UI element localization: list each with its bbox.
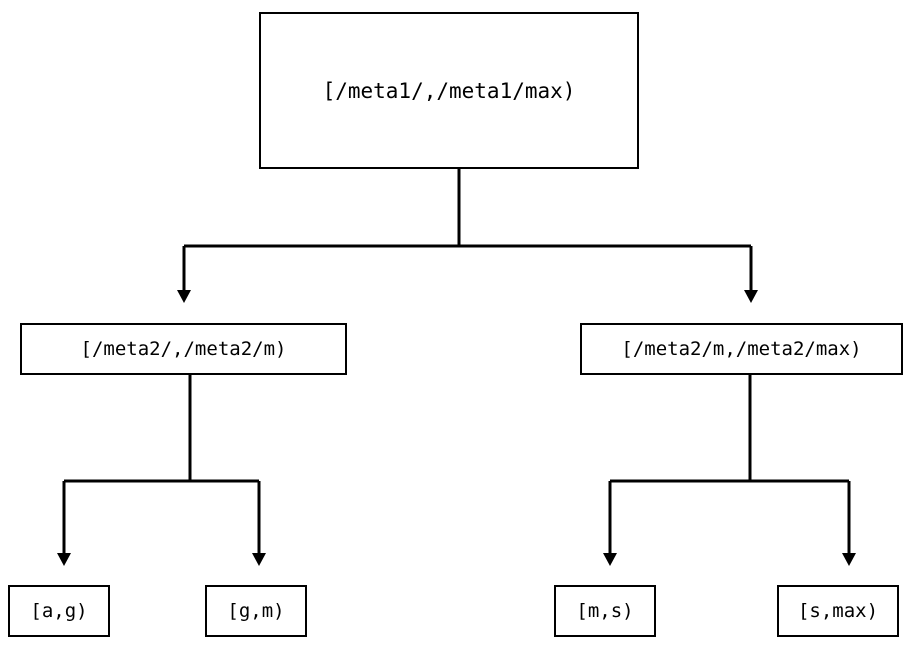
tree-node-leaf-4[interactable]: [s,max) xyxy=(777,585,899,637)
tree-node-leaf-1[interactable]: [a,g) xyxy=(8,585,110,637)
tree-node-mid-right[interactable]: [/meta2/m,/meta2/max) xyxy=(580,323,903,375)
arrowhead-to-leaf-1 xyxy=(57,553,71,566)
arrowhead-to-mid-right xyxy=(744,290,758,303)
arrowhead-to-leaf-3 xyxy=(603,553,617,566)
tree-node-leaf-2[interactable]: [g,m) xyxy=(205,585,307,637)
tree-node-root[interactable]: [/meta1/,/meta1/max) xyxy=(259,12,639,169)
arrowhead-to-leaf-2 xyxy=(252,553,266,566)
arrowhead-to-mid-left xyxy=(177,290,191,303)
tree-node-leaf-3[interactable]: [m,s) xyxy=(554,585,656,637)
arrowhead-to-leaf-4 xyxy=(842,553,856,566)
tree-node-mid-left[interactable]: [/meta2/,/meta2/m) xyxy=(20,323,347,375)
